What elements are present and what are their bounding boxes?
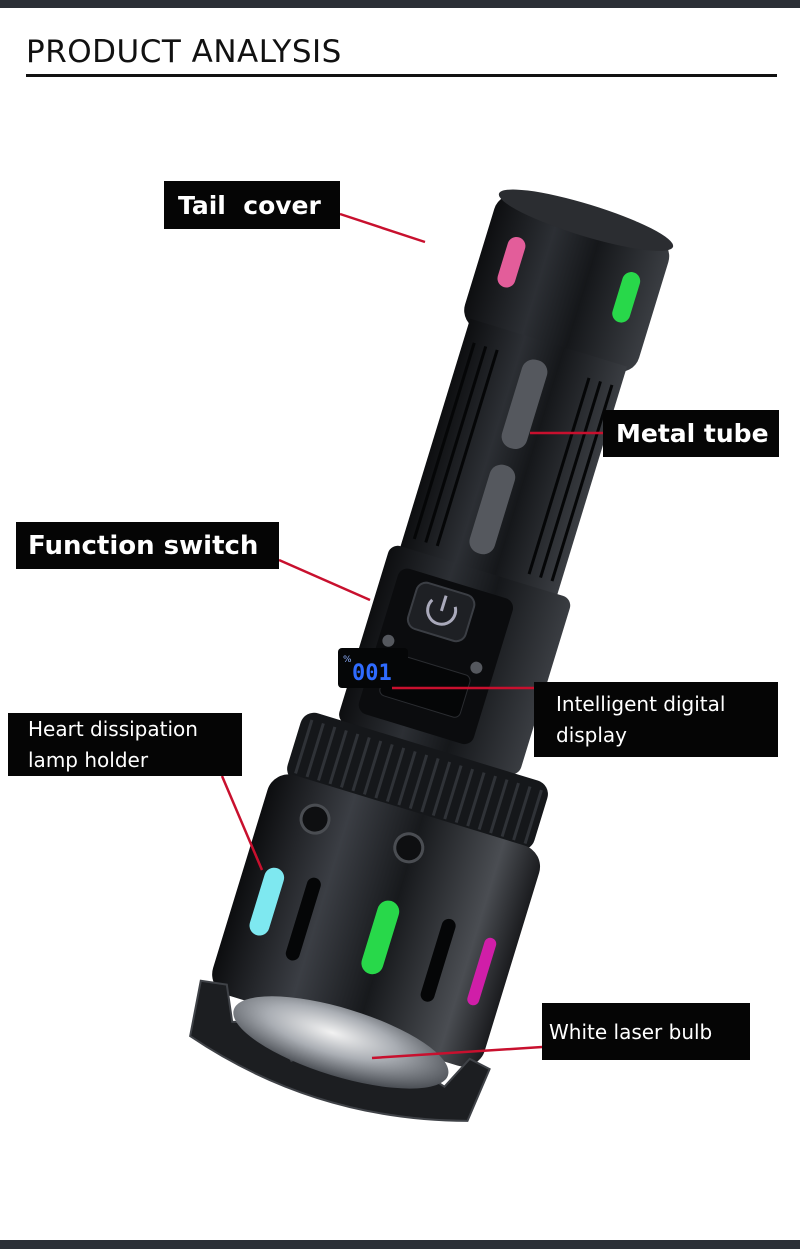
- leader-function-switch: [278, 558, 371, 602]
- leader-heat-dissipation: [220, 775, 264, 871]
- top-bar: [0, 0, 800, 8]
- label-tail-cover: Tail cover: [164, 181, 340, 229]
- head-green-strip: [361, 900, 400, 975]
- digital-readout: % 001: [338, 648, 408, 688]
- power-button: [406, 581, 476, 643]
- readout-digits: 001: [352, 661, 392, 686]
- label-display-line2: display: [556, 722, 628, 747]
- leader-laser-bulb: [371, 1045, 543, 1060]
- laser-lens: [233, 996, 449, 1089]
- page-title: PRODUCT ANALYSIS: [26, 34, 342, 70]
- label-metal-tube-text: Metal tube: [616, 419, 769, 448]
- label-digital-display: Intelligent digital display: [534, 682, 778, 757]
- head-cyan-strip: [249, 867, 285, 936]
- label-heat-line2: lamp holder: [28, 747, 149, 772]
- metal-tube: [398, 318, 627, 602]
- label-function-switch-text: Function switch: [28, 530, 259, 561]
- head-magenta-strip: [467, 937, 497, 1006]
- label-laser-bulb: White laser bulb: [542, 1003, 750, 1060]
- leader-tail-cover: [339, 212, 426, 244]
- readout-unit: %: [343, 655, 352, 665]
- label-tail-cover-text: Tail cover: [178, 190, 321, 220]
- label-display-line1: Intelligent digital: [556, 691, 726, 716]
- label-heat-line1: Heart dissipation: [28, 716, 198, 741]
- tail-green-strip: [612, 272, 641, 323]
- title-underline: [26, 74, 777, 77]
- callout-lines: [220, 212, 603, 1060]
- flashlight-body: [189, 189, 674, 1122]
- label-function-switch: Function switch: [16, 522, 279, 569]
- label-metal-tube: Metal tube: [603, 410, 779, 457]
- tail-pink-strip: [497, 236, 526, 288]
- bottom-bar: [0, 1240, 800, 1249]
- label-heat-dissipation: Heart dissipation lamp holder: [8, 713, 242, 776]
- label-laser-bulb-text: White laser bulb: [549, 1019, 713, 1044]
